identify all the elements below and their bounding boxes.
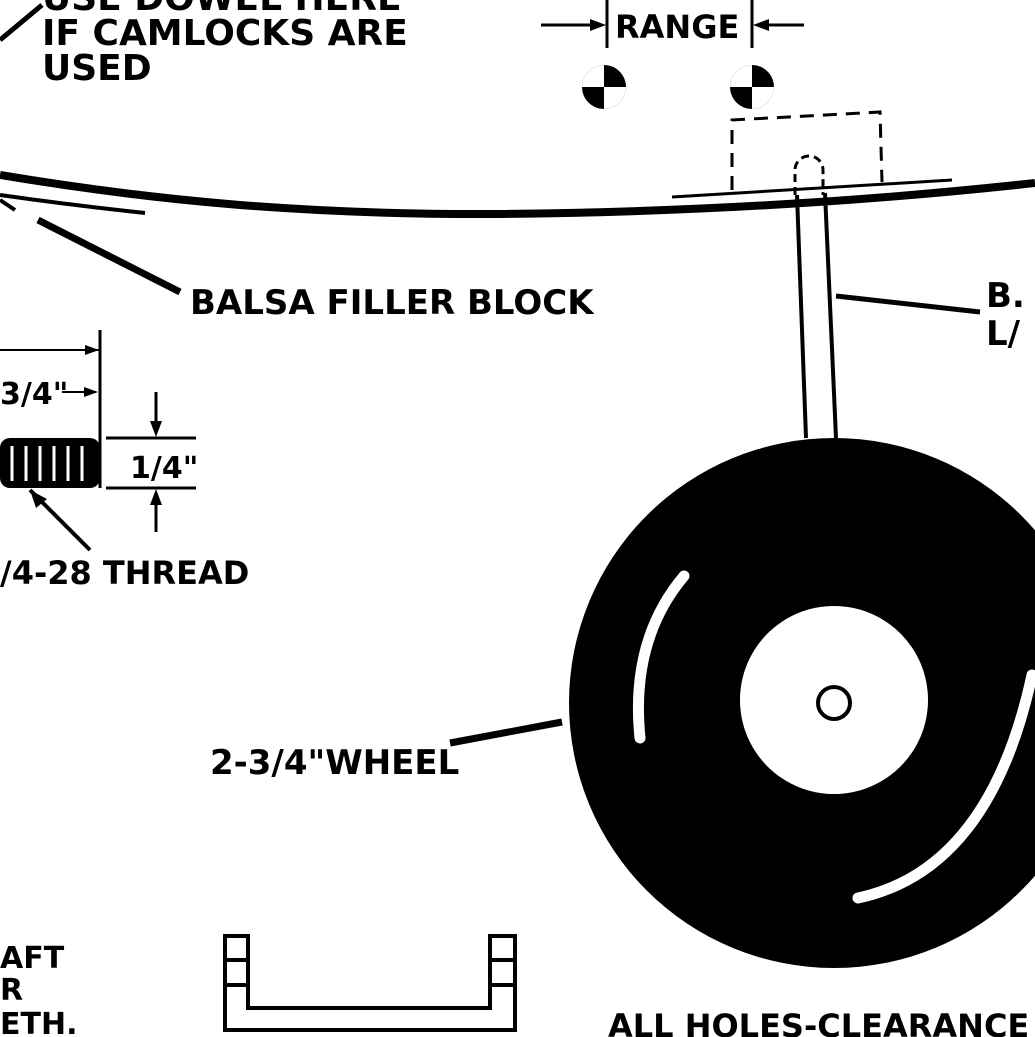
dowel-note-line1: USE DOWEL HERE (42, 0, 402, 19)
fuselage-inner-line (0, 193, 146, 215)
wheel-label: 2-3/4"WHEEL (210, 743, 459, 783)
range-dimension (541, 0, 804, 48)
fuselage-bottom-outline (0, 171, 1035, 219)
strut-leader-line (835, 293, 981, 315)
dim-three-quarter: 3/4" (0, 377, 68, 412)
dowel-note-line2: IF CAMLOCKS ARE (42, 13, 408, 54)
shaft-note-line1: AFT (0, 941, 65, 976)
dowel-note-line3: USED (42, 48, 152, 89)
gear-mount-block (730, 110, 884, 190)
wheel (569, 438, 1035, 968)
landing-gear-strut (795, 192, 838, 439)
dim-quarter: 1/4" (130, 451, 198, 486)
thumbscrew-detail (0, 330, 196, 552)
strut-label-line1: B. (986, 276, 1025, 316)
strut-label-line2: L/ (986, 314, 1021, 354)
range-label: RANGE (615, 8, 739, 46)
shaft-note-line2: R (0, 973, 23, 1008)
wheel-highlight-left (632, 570, 690, 744)
wheel-highlight-right (852, 669, 1035, 904)
u-bracket (223, 934, 517, 1032)
balance-point-right-icon (730, 65, 774, 109)
balsa-filler-label: BALSA FILLER BLOCK (190, 283, 595, 323)
shaft-note-line3: ETH. (0, 1007, 77, 1037)
wheel-leader-line (449, 718, 563, 747)
holes-note: ALL HOLES-CLEARANCE (608, 1007, 1029, 1037)
dowel-leader-line (0, 3, 44, 42)
thread-label: /4-28 THREAD (0, 554, 249, 592)
balance-point-left-icon (582, 65, 626, 109)
fuselage-edge-line (0, 198, 17, 212)
balsa-leader-line (36, 216, 182, 296)
axle-hole-icon (816, 685, 852, 721)
gear-strut-top-dashed (793, 154, 825, 195)
gear-mount-plate (671, 178, 953, 199)
